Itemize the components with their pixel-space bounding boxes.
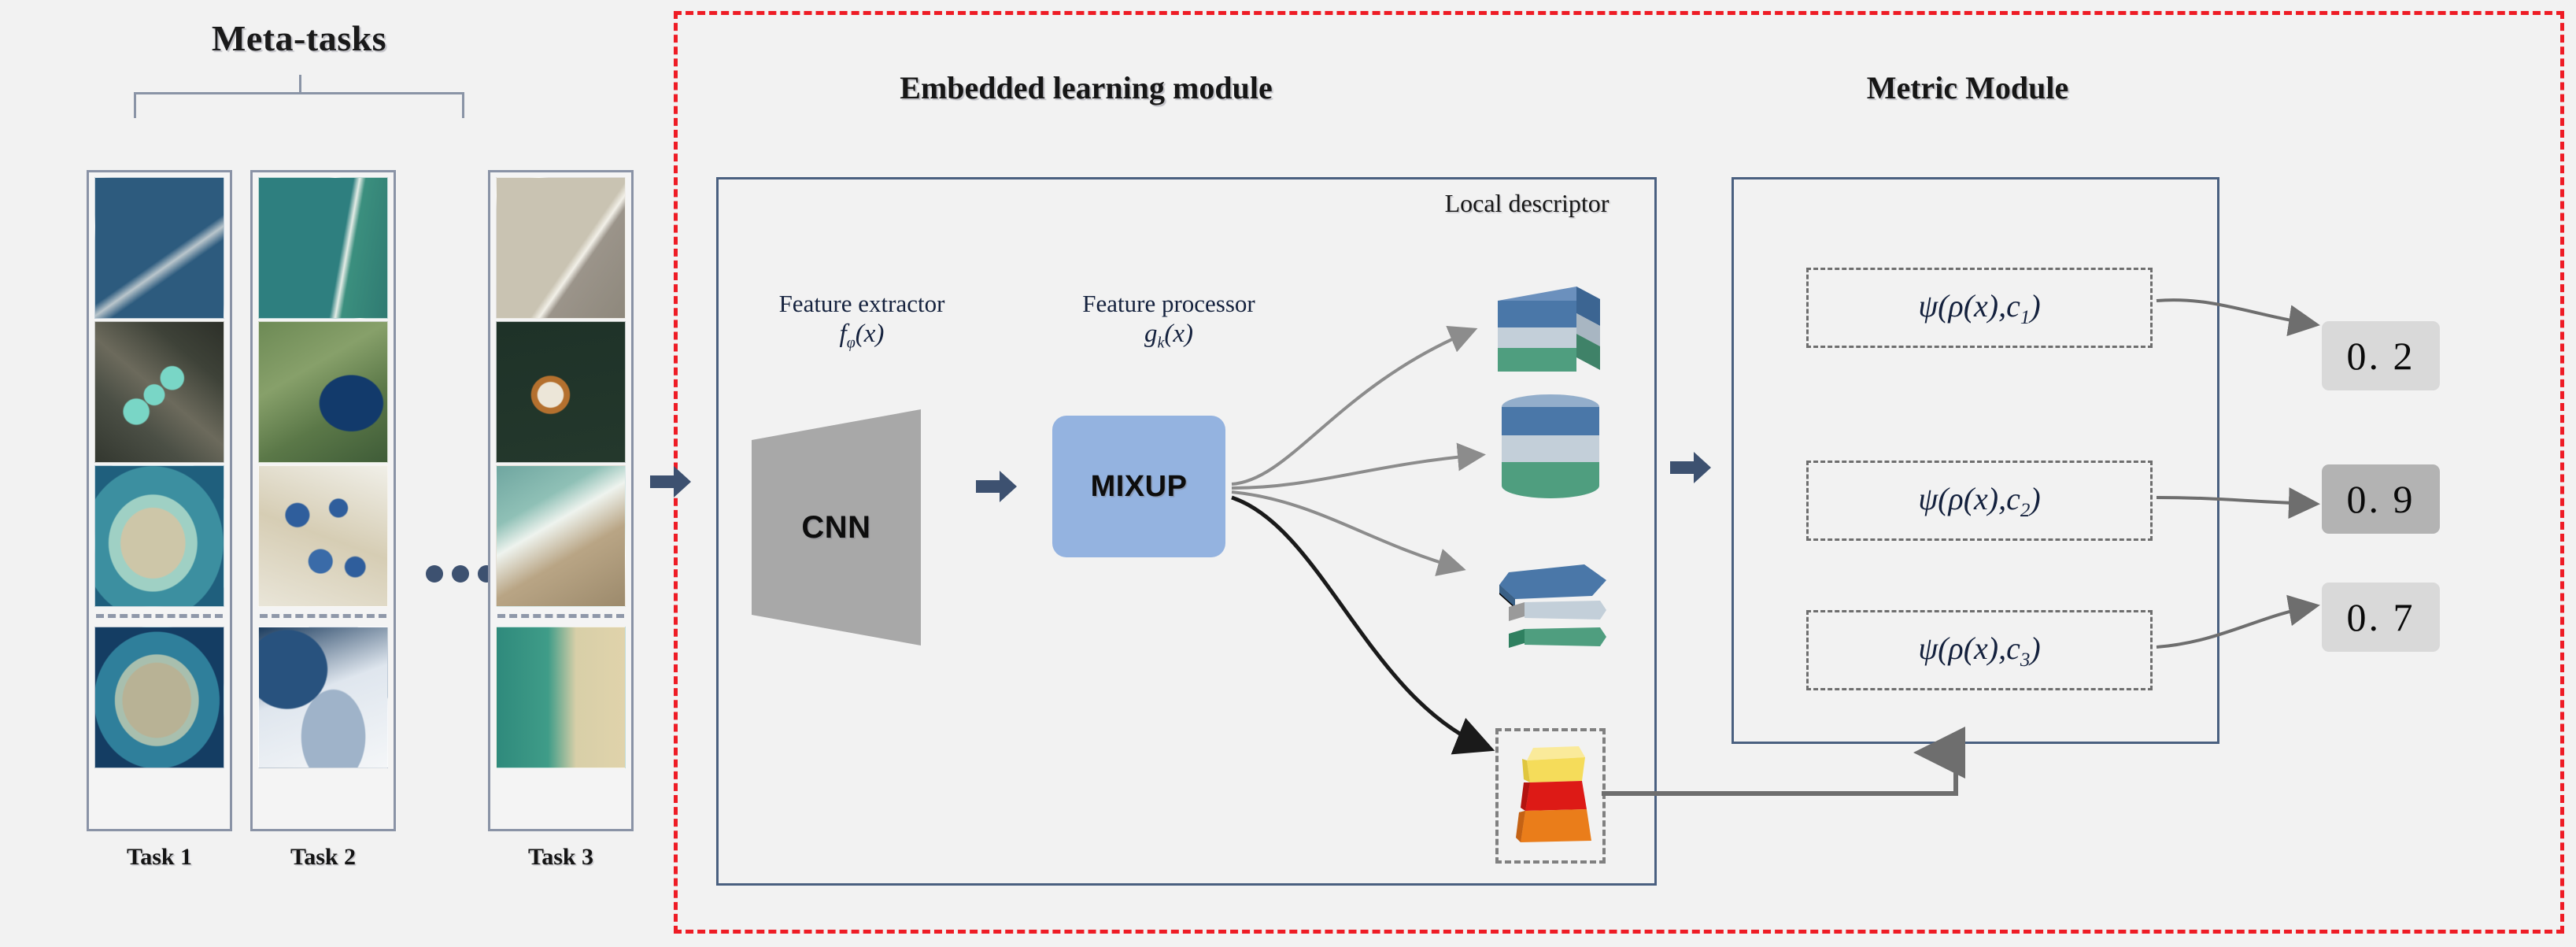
task-panel[interactable] — [250, 170, 396, 831]
psi-formula-box[interactable]: ψ(ρ(x),c3) — [1806, 610, 2153, 690]
support-image — [258, 321, 388, 463]
support-image — [496, 465, 626, 607]
right-arrow-icon — [1670, 450, 1711, 485]
cnn-block-label: CNN — [801, 509, 871, 545]
support-image — [496, 177, 626, 319]
support-image — [94, 321, 224, 463]
local-descriptor-label: Local descriptor — [1444, 189, 1610, 217]
query-image — [496, 627, 626, 768]
status-badge: 0. 9 — [2322, 464, 2440, 534]
metric-module-title: Metric Module — [1866, 70, 2069, 105]
query-descriptor-box — [1495, 728, 1606, 864]
descriptor-cylinder-3d — [1495, 390, 1610, 504]
query-image — [94, 627, 224, 768]
query-image — [258, 627, 388, 768]
bracket-icon — [126, 75, 472, 118]
right-arrow-icon — [650, 464, 691, 499]
mixup-block-label: MIXUP — [1090, 469, 1188, 503]
feature-processor-caption: Feature processor — [1082, 290, 1255, 317]
feature-processor-label: Feature processor gk(x) — [1039, 290, 1299, 353]
cnn-block[interactable]: CNN — [752, 409, 921, 646]
support-image — [496, 321, 626, 463]
psi-formula-text: ψ(ρ(x),c1) — [1918, 287, 2041, 328]
descriptor-box-3d — [1484, 277, 1602, 379]
status-badge: 0. 2 — [2322, 321, 2440, 390]
support-image — [94, 465, 224, 607]
right-arrow-icon — [976, 469, 1017, 504]
support-image — [258, 465, 388, 607]
support-image — [258, 177, 388, 319]
task-label: Task 3 — [527, 844, 594, 870]
psi-formula-box[interactable]: ψ(ρ(x),c1) — [1806, 268, 2153, 348]
status-badge: 0. 7 — [2322, 583, 2440, 652]
descriptor-hex-slabs-3d — [1491, 555, 1610, 669]
meta-tasks-title: Meta-tasks — [211, 18, 387, 58]
task-label: Task 2 — [290, 844, 357, 870]
support-image — [94, 177, 224, 319]
dashed-divider-icon — [96, 614, 223, 618]
psi-formula-box[interactable]: ψ(ρ(x),c2) — [1806, 461, 2153, 541]
embedded-learning-module-title: Embedded learning module — [900, 70, 1273, 105]
psi-formula-text: ψ(ρ(x),c2) — [1918, 480, 2041, 521]
psi-formula-text: ψ(ρ(x),c3) — [1918, 630, 2041, 671]
feature-processor-formula: gk(x) — [1144, 319, 1194, 352]
task-label: Task 1 — [126, 844, 193, 870]
feature-extractor-caption: Feature extractor — [778, 290, 945, 317]
task-panel[interactable] — [87, 170, 232, 831]
mixup-block[interactable]: MIXUP — [1052, 416, 1225, 557]
task-panel[interactable] — [488, 170, 634, 831]
feature-extractor-label: Feature extractor fφ(x) — [732, 290, 992, 353]
dashed-divider-icon — [260, 614, 386, 618]
dashed-divider-icon — [497, 614, 624, 618]
descriptor-query-trapezoids-3d — [1510, 740, 1596, 854]
ellipsis-dots-icon — [426, 565, 495, 583]
feature-extractor-formula: fφ(x) — [839, 319, 885, 352]
